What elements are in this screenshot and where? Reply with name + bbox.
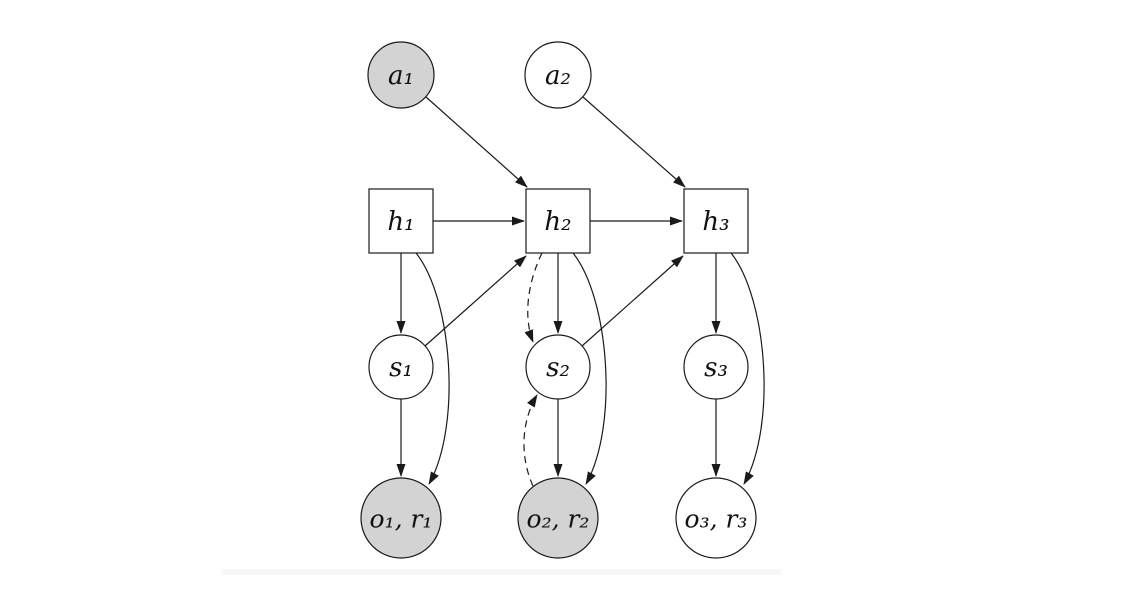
node-o1r1: o₁, r₁ (360, 477, 442, 559)
edge-h3-o3r3-curved (730, 252, 765, 485)
node-h1: h₁ (368, 188, 434, 254)
node-s3: s₃ (683, 334, 749, 400)
edge-h2-s2-dashed (524, 252, 543, 343)
node-o3r3: o₃, r₃ (675, 477, 757, 559)
node-o2r2-label: o₂, r₂ (527, 505, 590, 534)
edge-s2-h3 (581, 255, 684, 347)
node-s1-label: s₁ (389, 353, 413, 383)
node-h1-label: h₁ (387, 207, 414, 237)
page-edge-strip (222, 569, 782, 575)
edge-h2-o2r2-curved (572, 252, 607, 485)
node-o1r1-label: o₁, r₁ (370, 505, 433, 534)
edge-o2r2-s2-dashed (523, 394, 538, 487)
node-o3r3-label: o₃, r₃ (685, 505, 748, 534)
node-s3-label: s₃ (704, 353, 728, 383)
node-h2-label: h₂ (544, 207, 571, 237)
node-s2-label: s₂ (546, 353, 570, 383)
edge-h1-o1r1-curved (415, 252, 450, 485)
node-a1-label: a₁ (388, 61, 414, 91)
node-h2: h₂ (525, 188, 591, 254)
node-h3-label: h₃ (702, 207, 729, 237)
node-a2-label: a₂ (545, 61, 571, 91)
nodes: a₁ a₂ h₁ h₂ h₃ s₁ (360, 41, 757, 559)
edge-s1-h2 (424, 255, 527, 347)
node-s2: s₂ (525, 334, 591, 400)
node-h3: h₃ (683, 188, 749, 254)
node-o2r2: o₂, r₂ (517, 477, 599, 559)
node-a2: a₂ (524, 41, 592, 109)
edge-a1-h2 (425, 96, 528, 188)
node-a1: a₁ (367, 41, 435, 109)
edges (396, 96, 765, 487)
edge-a2-h3 (582, 96, 686, 188)
node-s1: s₁ (368, 334, 434, 400)
